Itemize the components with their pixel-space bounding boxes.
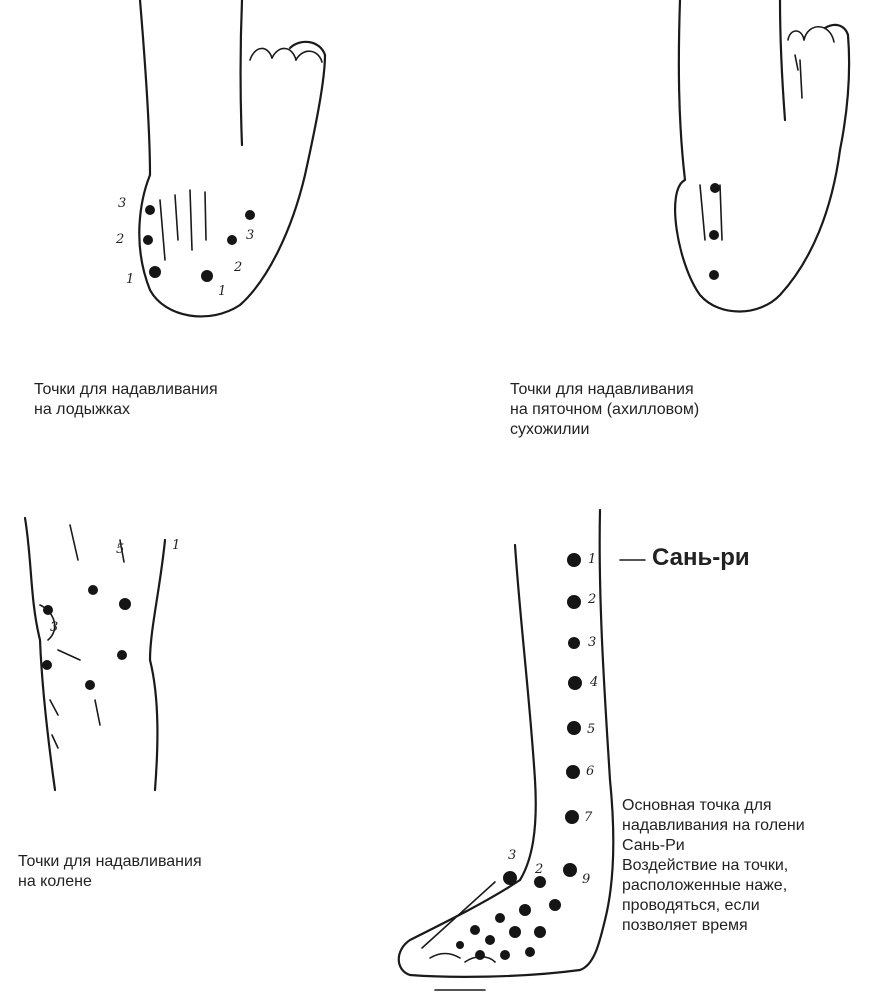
shin-foot-drawing — [397, 508, 646, 991]
ankle-point — [245, 210, 255, 220]
knee-point — [119, 598, 131, 610]
knee-label: 5 — [116, 542, 125, 557]
knee-panel: 5 1 3 Точки для надавливания на колене — [0, 500, 400, 920]
shin-point — [470, 925, 480, 935]
shin-point — [475, 950, 485, 960]
shin-label: 6 — [586, 764, 595, 779]
ankle-foot-drawing — [138, 0, 327, 318]
achilles-panel: Точки для надавливания на пяточном (ахил… — [440, 0, 870, 480]
shin-point — [495, 913, 505, 923]
ankle-point — [201, 270, 213, 282]
shin-point — [568, 676, 582, 690]
shin-label: 5 — [587, 722, 596, 737]
shin-point — [500, 950, 510, 960]
knee-point — [117, 650, 127, 660]
ankle-label: 2 — [116, 232, 125, 247]
knee-point — [43, 605, 53, 615]
knee-label: 1 — [172, 538, 181, 553]
ankle-point — [143, 235, 153, 245]
shin-label: 1 — [588, 552, 597, 567]
shin-point — [568, 637, 580, 649]
knee-drawing — [23, 516, 167, 792]
ankle-label: 1 — [218, 284, 227, 299]
knee-point — [85, 680, 95, 690]
shin-panel: Сань-ри 1 2 3 4 5 6 7 3 2 9 Основная точ… — [380, 500, 870, 1000]
ankle-point — [227, 235, 237, 245]
shin-point — [567, 595, 581, 609]
shin-label: 3 — [588, 635, 597, 650]
san-ri-label: Сань-ри — [652, 544, 750, 571]
shin-point — [485, 935, 495, 945]
shin-label: 2 — [535, 862, 544, 877]
ankle-point — [149, 266, 161, 278]
knee-caption: Точки для надавливания на колене — [18, 853, 202, 890]
shin-point — [456, 941, 464, 949]
ankle-label: 2 — [234, 260, 243, 275]
ankle-point — [145, 205, 155, 215]
shin-point — [567, 553, 581, 567]
achilles-point — [709, 270, 719, 280]
shin-point — [567, 721, 581, 735]
shin-point — [525, 947, 535, 957]
achilles-point — [709, 230, 719, 240]
knee-label: 3 — [50, 620, 59, 635]
shin-point — [566, 765, 580, 779]
ankle-caption: Точки для надавливания на лодыжках — [34, 381, 218, 418]
knee-point — [42, 660, 52, 670]
shin-point — [549, 899, 561, 911]
shin-label: 3 — [508, 848, 517, 863]
shin-label: 7 — [584, 810, 593, 825]
ankle-panel: 3 2 1 3 2 1 Точки для надавливания на ло… — [0, 0, 420, 480]
shin-label: 9 — [582, 872, 591, 887]
shin-point — [519, 904, 531, 916]
achilles-caption: Точки для надавливания на пяточном (ахил… — [510, 381, 700, 438]
shin-point — [563, 863, 577, 877]
knee-point — [88, 585, 98, 595]
achilles-foot-drawing — [674, 0, 851, 313]
shin-label: 4 — [590, 675, 599, 690]
ankle-label: 3 — [118, 196, 127, 211]
ankle-label: 1 — [126, 272, 135, 287]
shin-point — [534, 876, 546, 888]
achilles-point — [710, 183, 720, 193]
shin-caption: Основная точка для надавливания на голен… — [622, 797, 805, 934]
shin-point — [509, 926, 521, 938]
ankle-label: 3 — [246, 228, 255, 243]
shin-point — [565, 810, 579, 824]
shin-label: 2 — [588, 592, 597, 607]
shin-point — [503, 871, 517, 885]
shin-point — [534, 926, 546, 938]
